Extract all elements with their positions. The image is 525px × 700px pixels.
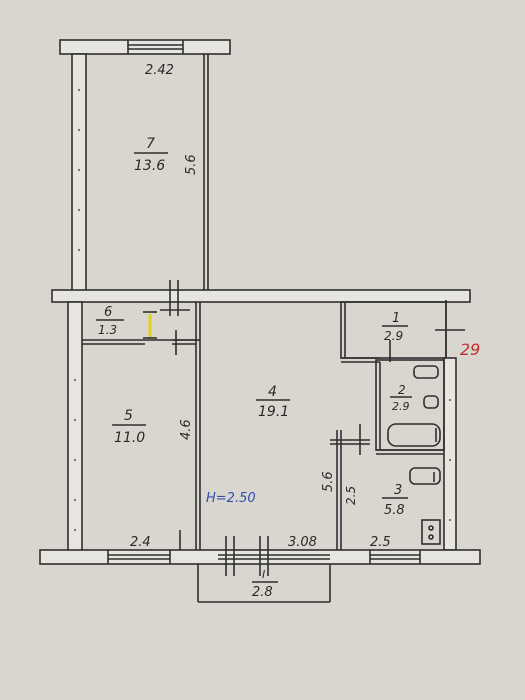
room6-number: 6 [104, 305, 112, 320]
room5-width-label: 2.4 [130, 535, 151, 550]
bathtub-icon [387, 423, 441, 447]
window-room3 [369, 550, 421, 564]
room2-number: 2 [398, 383, 406, 397]
ceiling-height-label: H=2.50 [206, 491, 256, 506]
room7-number: 7 [146, 136, 155, 152]
room1-area: 2.9 [384, 329, 403, 343]
room7-length-label: 5.6 [184, 154, 199, 175]
room2-area: 2.9 [392, 400, 410, 413]
room5-area: 11.0 [114, 430, 145, 446]
room4-number: 4 [268, 384, 277, 400]
room3-number: 3 [394, 483, 402, 498]
wall-top-room7 [59, 39, 231, 55]
room4-length-label: 5.6 [321, 471, 336, 492]
red-annotation: 29 [460, 340, 480, 359]
wall-left-lower [67, 301, 83, 553]
wall-middle [51, 289, 471, 303]
balcony-number: I [262, 568, 265, 581]
kitchen-sink-icon [409, 467, 441, 485]
wall-hatching [74, 89, 451, 531]
sink-icon [413, 365, 439, 379]
room2-outline [375, 359, 445, 451]
stove-icon [421, 519, 441, 545]
room1-number: 1 [392, 311, 400, 326]
room4-width-label: 3.08 [288, 535, 317, 550]
room7-width-label: 2.42 [145, 63, 174, 78]
room6-area: 1.3 [98, 323, 117, 337]
room3-area: 5.8 [384, 503, 405, 518]
room5-length-label: 4.6 [179, 419, 194, 440]
room7-area: 13.6 [134, 158, 165, 174]
balcony-area: 2.8 [252, 585, 273, 600]
room3-width-label: 2.5 [370, 535, 391, 550]
window-room7 [127, 40, 184, 54]
balcony [197, 564, 331, 603]
window-room5 [107, 550, 171, 564]
balcony-door-room4 [218, 536, 330, 576]
room5-number: 5 [124, 408, 133, 424]
wall-right-outer [443, 357, 457, 551]
room3-length-label: 2.5 [344, 486, 358, 505]
toilet-icon [423, 395, 439, 409]
room4-area: 19.1 [258, 404, 289, 420]
